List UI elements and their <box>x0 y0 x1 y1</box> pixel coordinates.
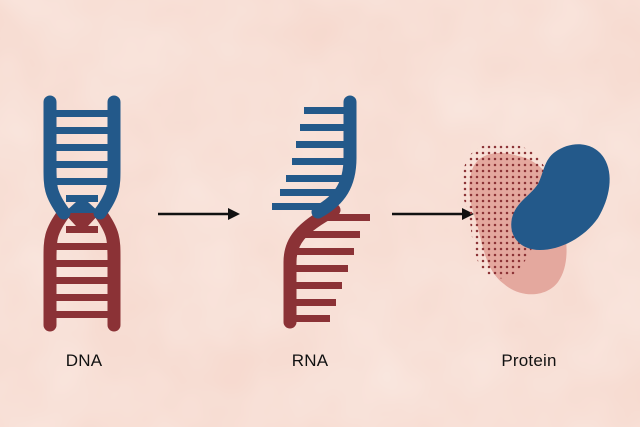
dna-label: DNA <box>65 351 103 370</box>
dna-lower-half <box>43 206 121 332</box>
rna-upper-strand <box>272 95 357 219</box>
rna-strand-icon <box>272 95 370 329</box>
arrow-right-icon <box>392 208 474 220</box>
protein-blue-blob <box>511 144 610 250</box>
protein-label: Protein <box>501 351 557 370</box>
arrow-right-icon <box>158 208 240 220</box>
rna-label: RNA <box>291 351 329 370</box>
protein-blob-icon <box>461 143 610 295</box>
dna-upper-half <box>43 95 121 220</box>
dna-double-helix-icon <box>43 95 121 332</box>
